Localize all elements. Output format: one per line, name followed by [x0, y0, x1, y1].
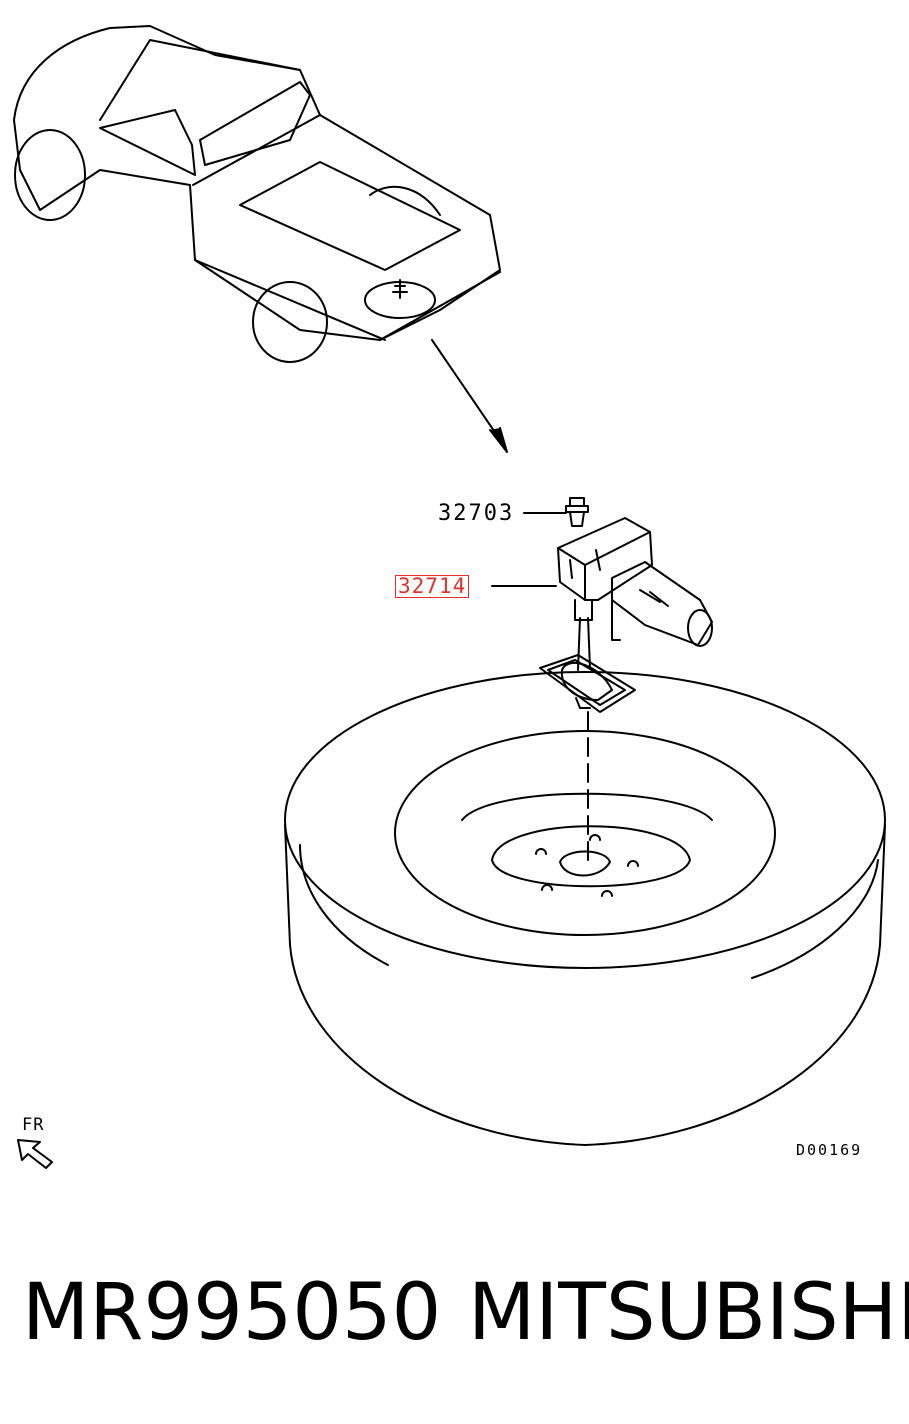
- drawing-code: D00169: [796, 1141, 863, 1159]
- footer: MR995050 MITSUBISHI: [0, 1262, 909, 1382]
- direction-arrow: [431, 339, 506, 448]
- parts-diagram: [13, 25, 886, 1169]
- spare-tire: [284, 671, 886, 1146]
- front-direction-icon: [17, 1139, 53, 1169]
- part-number: MR995050: [22, 1268, 442, 1358]
- callout-label: 32703: [438, 501, 515, 526]
- spare-tire-hanger-32714: [491, 517, 713, 671]
- truck-illustration: [13, 25, 501, 363]
- brand-name: MITSUBISHI: [468, 1268, 909, 1358]
- callout-label-highlighted[interactable]: 32714: [395, 575, 470, 598]
- tire-retainer-plate: [539, 654, 636, 713]
- bolt-32703: [523, 497, 589, 527]
- front-direction-label: FR: [22, 1115, 45, 1135]
